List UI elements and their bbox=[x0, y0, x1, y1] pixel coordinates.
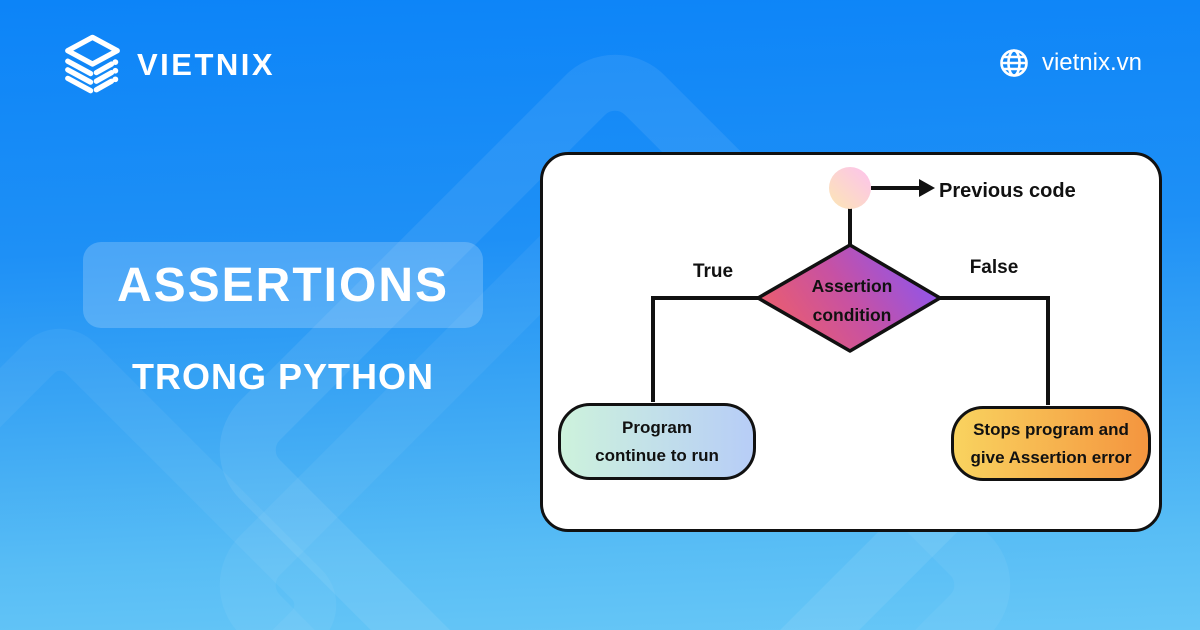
condition-label-line1: Assertion bbox=[811, 276, 893, 296]
vietnix-layers-icon bbox=[65, 34, 120, 94]
true-branch-label: True bbox=[692, 261, 734, 282]
false-branch-label: False bbox=[969, 257, 1019, 278]
website-url: vietnix.vn bbox=[1041, 49, 1142, 76]
flowchart-shapes bbox=[651, 167, 1050, 405]
brand-name: VIETNIX bbox=[137, 47, 276, 82]
title-panel: ASSERTIONS bbox=[83, 242, 483, 328]
page-subtitle: TRONG PYTHON bbox=[131, 356, 434, 397]
connector-true bbox=[651, 296, 758, 402]
true-outcome-line2: continue to run bbox=[595, 445, 719, 465]
previous-code-label: Previous code bbox=[939, 180, 1076, 202]
false-outcome-line1: Stops program and bbox=[973, 419, 1129, 439]
false-outcome-line2: give Assertion error bbox=[970, 447, 1132, 467]
true-outcome-box: Program continue to run bbox=[558, 403, 756, 480]
website-badge: vietnix.vn bbox=[999, 48, 1142, 78]
brand-logo: VIETNIX bbox=[62, 33, 275, 97]
false-outcome-box: Stops program and give Assertion error bbox=[951, 406, 1151, 481]
connector-false bbox=[940, 296, 1050, 405]
flowchart-card: Previous code True False Assertion condi… bbox=[540, 152, 1162, 532]
condition-label: Assertion condition bbox=[782, 269, 922, 333]
true-outcome-line1: Program bbox=[622, 417, 692, 437]
condition-label-line2: condition bbox=[812, 305, 892, 325]
page-title: ASSERTIONS bbox=[116, 258, 450, 312]
arrowhead-icon bbox=[919, 179, 935, 197]
globe-icon bbox=[1000, 49, 1028, 77]
start-node bbox=[829, 167, 871, 209]
decision-diamond bbox=[756, 243, 942, 353]
